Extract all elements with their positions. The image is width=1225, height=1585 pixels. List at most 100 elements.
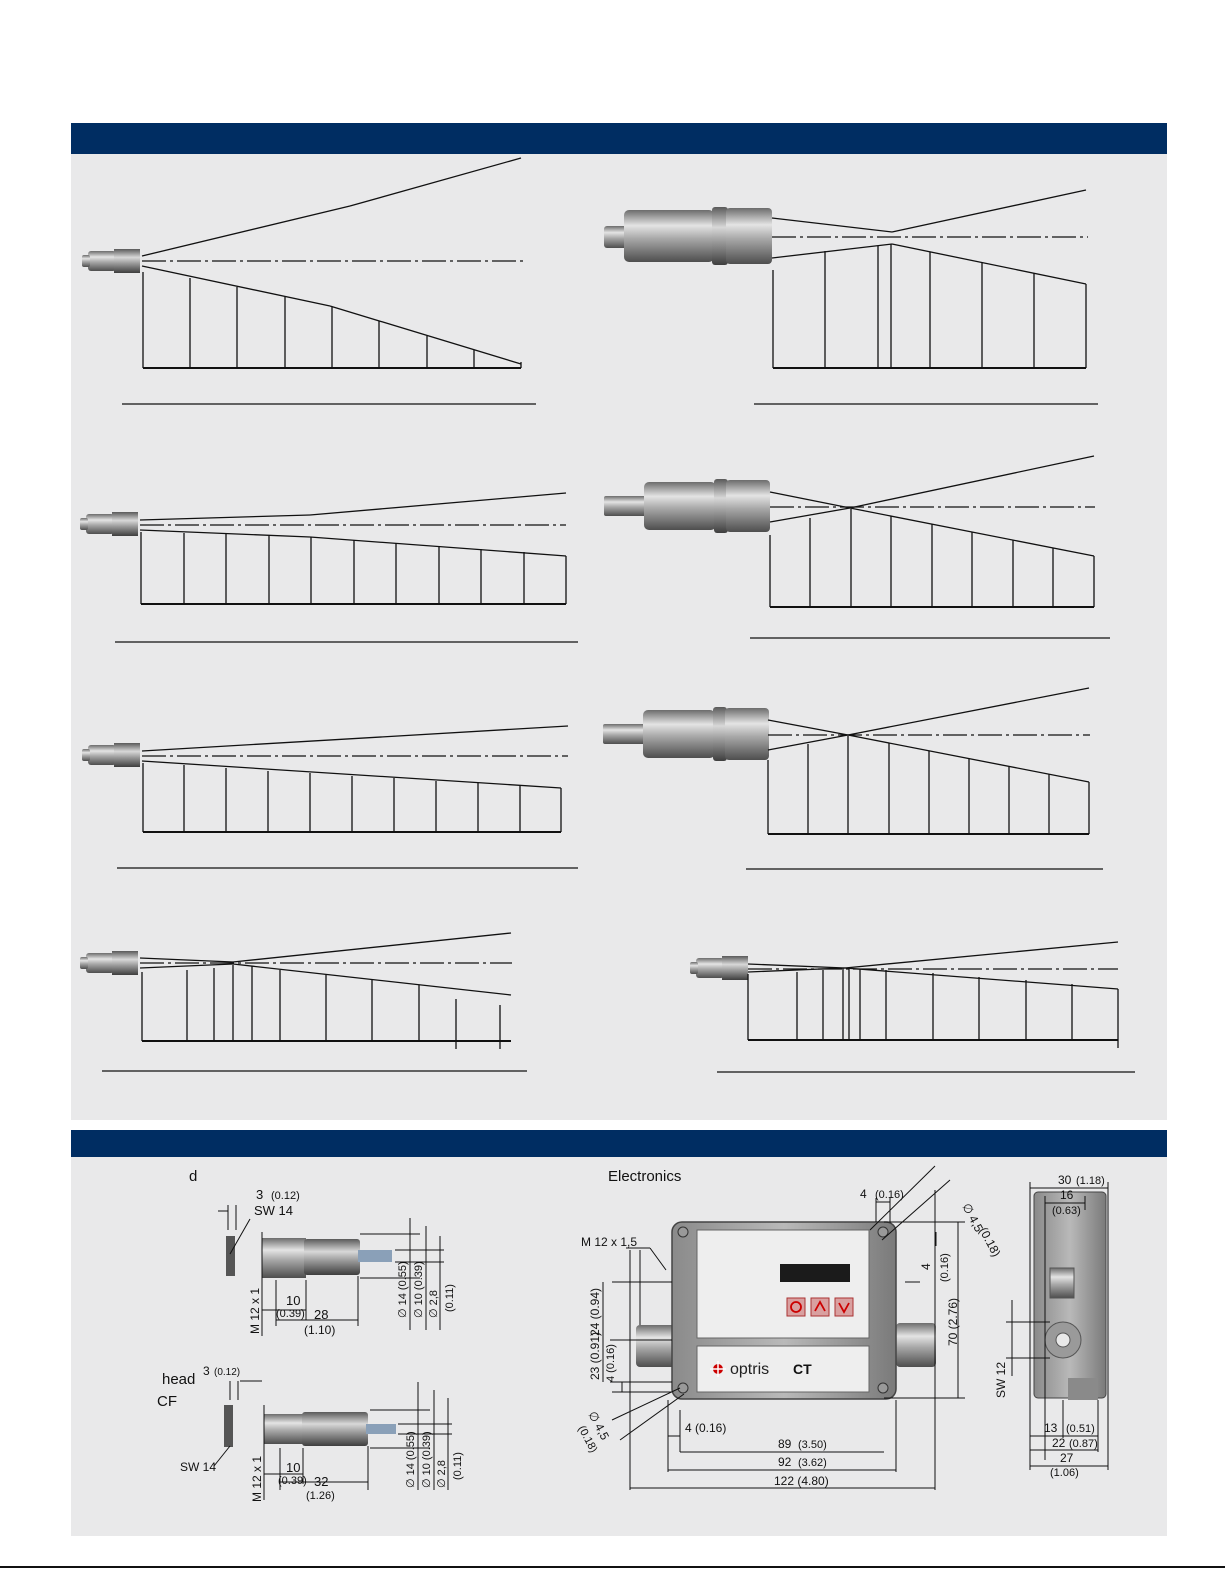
- dim-d45-in: (0.18): [976, 1225, 1003, 1259]
- dim-v4-in: (0.16): [939, 1253, 951, 1282]
- dim-v23: 23 (0.91): [588, 1332, 602, 1380]
- dim-d10: ∅ 10 (0.39): [421, 1431, 433, 1488]
- dim-t4-in: (0.16): [875, 1189, 904, 1201]
- optics-header-band: [71, 123, 1167, 154]
- sensor-dimension-drawing-bottom: [213, 1380, 452, 1500]
- dim-v70: 70 (2.76): [946, 1298, 960, 1346]
- dim-d10: ∅ 10 (0.39): [413, 1261, 425, 1318]
- dim-d28-in: (0.11): [452, 1452, 464, 1480]
- sensor-head-icon: [82, 249, 140, 273]
- electronics-label: Electronics: [608, 1168, 682, 1185]
- right-connector-icon: [896, 1323, 936, 1367]
- screw-icon: [677, 1226, 689, 1238]
- up-button: [810, 1297, 830, 1317]
- screw-icon: [677, 1382, 689, 1394]
- sensor-head-icon: [80, 951, 138, 975]
- dim-thread: M 12 x 1: [248, 1288, 262, 1334]
- dim-t4: 4: [860, 1187, 867, 1201]
- side-view-dimension-labels: 30 (1.18) 16 (0.63) SW 12 13 (0.51) 22 (…: [994, 1173, 1105, 1479]
- screw-icon: [877, 1226, 889, 1238]
- optics-diagram-4: [604, 455, 1110, 639]
- dim-w13-in: (0.51): [1066, 1423, 1095, 1435]
- dim-l28: 28: [314, 1307, 328, 1322]
- dim-w30-in: (1.18): [1076, 1175, 1105, 1187]
- optics-diagram-5: [82, 725, 578, 869]
- dim-w13: 13: [1044, 1421, 1058, 1435]
- lock-nut-icon: [224, 1405, 233, 1447]
- dim-w16-in: (0.63): [1052, 1205, 1081, 1217]
- dim-l32: 32: [314, 1474, 328, 1489]
- model-label: CT: [793, 1361, 812, 1377]
- sensor-dimension-labels-bottom: 3 (0.12) SW 14 10 (0.39) 32 (1.26) M 12 …: [180, 1364, 464, 1502]
- optics-diagram-6: [603, 687, 1103, 870]
- dim-thickness: 3: [203, 1364, 210, 1378]
- dim-l10-in: (0.39): [276, 1308, 305, 1320]
- dim-l32-in: (1.26): [306, 1490, 335, 1502]
- electronics-housing-drawing: [636, 1221, 936, 1400]
- dimensions-panel: [71, 1157, 1167, 1536]
- dim-w30: 30: [1058, 1173, 1072, 1187]
- optris-logo-icon: [710, 1361, 726, 1377]
- dim-h122: 122 (4.80): [774, 1474, 829, 1488]
- optics-diagram-8: [690, 941, 1135, 1073]
- sensor-dimension-drawing-top: [218, 1205, 444, 1336]
- dim-w16: 16: [1060, 1188, 1074, 1202]
- dim-w22-in: (0.87): [1069, 1438, 1098, 1450]
- footer-rule: [0, 1566, 1225, 1568]
- sensor-head-icon: [82, 743, 140, 767]
- cf-label: CF: [157, 1393, 177, 1410]
- dim-thickness: 3: [256, 1187, 263, 1202]
- dim-h92-in: (3.62): [798, 1457, 827, 1469]
- lock-nut-icon: [226, 1236, 235, 1276]
- dim-h89: 89: [778, 1437, 792, 1451]
- dim-l10: 10: [286, 1293, 300, 1308]
- dim-d28-in: (0.11): [444, 1284, 456, 1312]
- sensor-body-icon: [264, 1412, 396, 1446]
- mode-button: [786, 1297, 806, 1317]
- dim-h89-in: (3.50): [798, 1439, 827, 1451]
- side-connector-icon: [1049, 1267, 1075, 1299]
- sensor-head-cf-icon: [604, 207, 772, 265]
- sensor-dimension-labels-top: 3 (0.12) SW 14 10 (0.39) 28 (1.10) M 12 …: [248, 1187, 456, 1337]
- dim-v4: 4: [919, 1263, 933, 1270]
- dim-d28: ∅ 2,8: [428, 1290, 440, 1318]
- sensor-head-cf-icon: [604, 479, 770, 533]
- dim-l10-in: (0.39): [278, 1475, 307, 1487]
- dim-sw12: SW 12: [994, 1362, 1008, 1398]
- brand-logo-text: optris: [730, 1361, 769, 1378]
- down-button: [834, 1297, 854, 1317]
- dim-sw: SW 14: [180, 1460, 216, 1474]
- dim-w27: 27: [1060, 1451, 1074, 1465]
- sensor-head-cf-icon: [603, 707, 769, 761]
- dim-l28-in: (1.10): [304, 1323, 335, 1337]
- dim-l10: 10: [286, 1460, 300, 1475]
- dim-thickness-in: (0.12): [214, 1367, 240, 1378]
- optics-diagram-1: [82, 157, 536, 405]
- optics-diagram-7: [80, 932, 527, 1072]
- dimensions-header-band: [71, 1130, 1167, 1157]
- sensor-body-icon: [262, 1238, 392, 1278]
- dim-thickness-in: (0.12): [271, 1190, 300, 1202]
- dim-thread: M 12 x 1: [250, 1456, 264, 1502]
- dim-h92: 92: [778, 1455, 792, 1469]
- screw-icon: [877, 1382, 889, 1394]
- optics-diagram-3: [80, 492, 578, 643]
- sensor-label-d: d: [189, 1168, 198, 1185]
- dim-sw: SW 14: [254, 1203, 293, 1218]
- left-connector-icon: [636, 1325, 676, 1367]
- sensor-head-icon: [690, 956, 748, 980]
- dim-d14: ∅ 14 (0.55): [405, 1431, 417, 1488]
- dim-h4: 4 (0.16): [685, 1421, 726, 1435]
- dim-thread: M 12 x 1,5: [581, 1235, 637, 1249]
- dim-w27-in: (1.06): [1050, 1467, 1079, 1479]
- optics-panel: [71, 154, 1167, 1120]
- side-view-dimension-lines: [1006, 1182, 1109, 1470]
- dim-d14: ∅ 14 (0.55): [397, 1261, 409, 1318]
- optics-diagram-2: [604, 189, 1098, 405]
- head-label: head: [162, 1371, 196, 1388]
- dim-v24: 24 (0.94): [588, 1288, 602, 1336]
- electronics-side-view-drawing: [1033, 1191, 1107, 1400]
- sensor-head-icon: [80, 512, 138, 536]
- dim-d28: ∅ 2,8: [436, 1460, 448, 1488]
